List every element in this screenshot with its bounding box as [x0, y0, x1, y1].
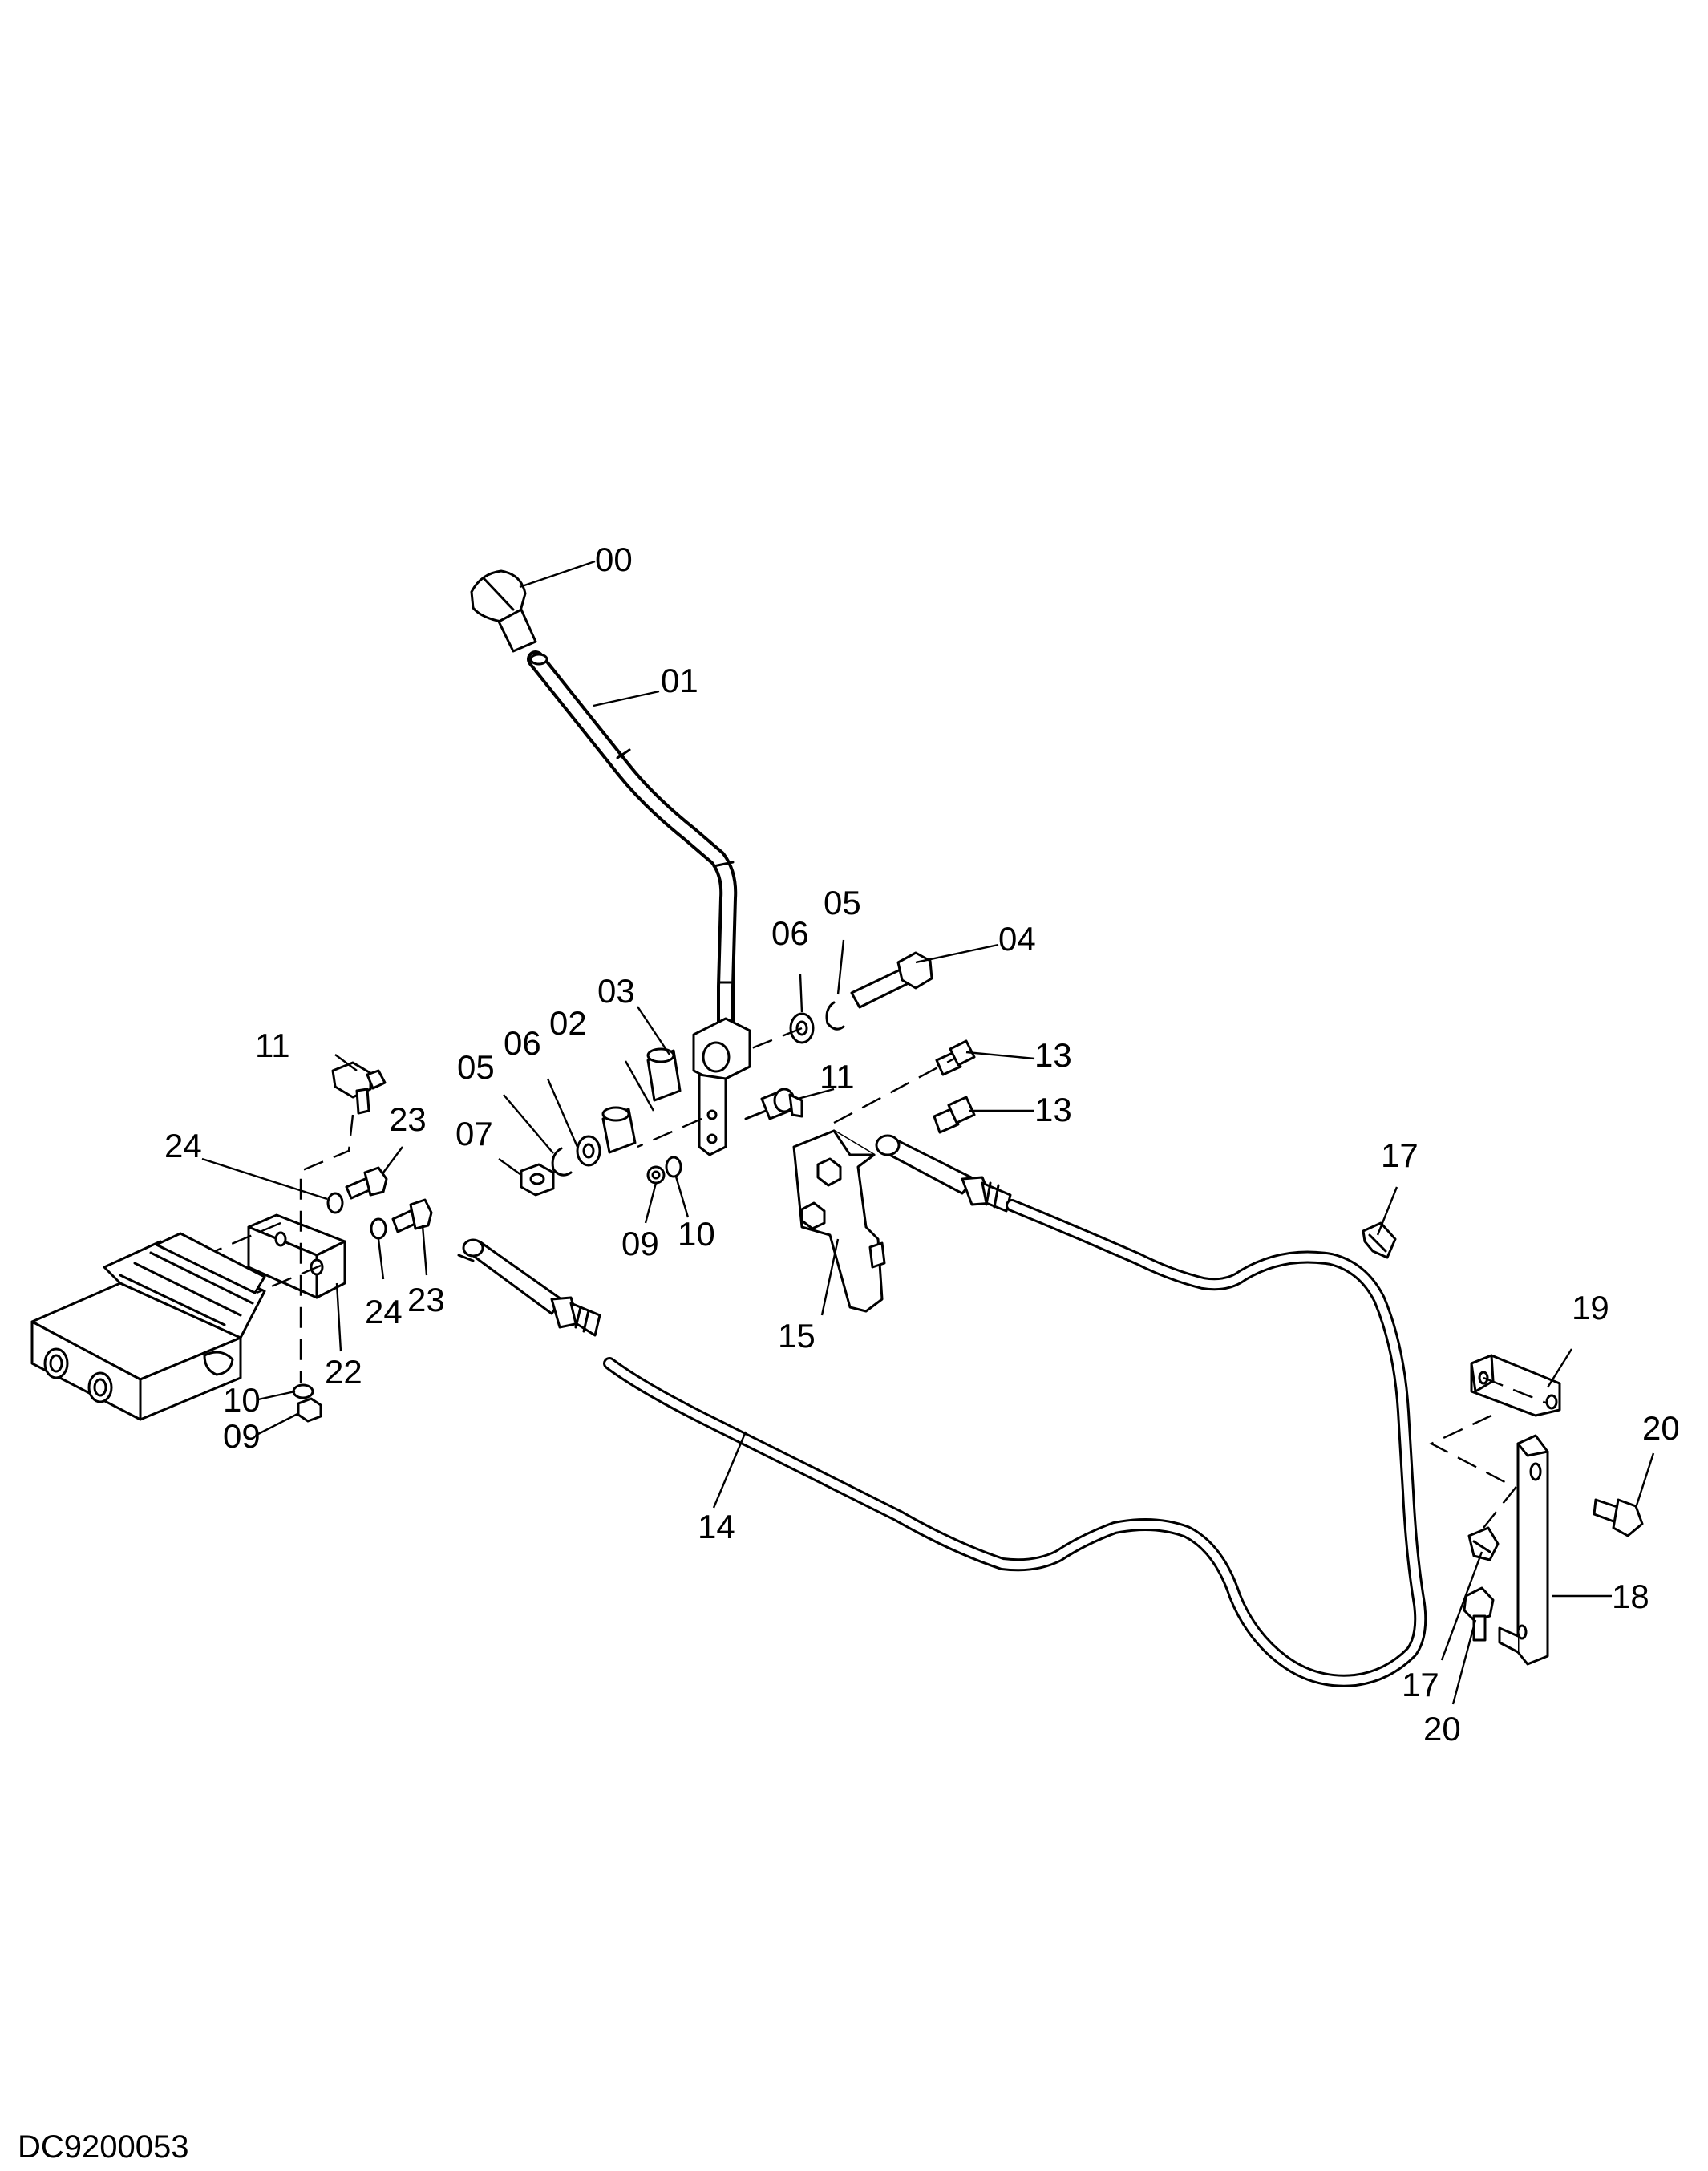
valve-boot	[103, 1232, 266, 1376]
part-19-bracket	[1470, 1354, 1561, 1417]
callout-23-upper: 23	[389, 1100, 427, 1138]
callout-24-upper: 24	[164, 1127, 202, 1164]
callout-09-left: 09	[223, 1417, 261, 1455]
callout-11-center: 11	[820, 1058, 855, 1096]
part-23-bolt-lower	[391, 1198, 433, 1233]
callout-04: 04	[998, 920, 1036, 958]
callout-03: 03	[597, 972, 635, 1010]
callout-20-lower: 20	[1423, 1710, 1461, 1748]
part-24-washer-upper	[326, 1192, 344, 1214]
callout-00: 00	[595, 541, 633, 578]
part-03-bushing	[646, 1047, 682, 1102]
callout-18: 18	[1612, 1578, 1649, 1615]
callout-05-lower: 05	[457, 1048, 495, 1086]
part-17-clip-lower	[1467, 1526, 1500, 1561]
callout-14: 14	[698, 1508, 735, 1545]
part-24-washer-lower	[370, 1217, 387, 1240]
upper-cable-housing	[875, 1134, 1012, 1213]
callout-24-lower: 24	[365, 1293, 403, 1331]
part-01-lever	[527, 650, 738, 1043]
part-09-nut-center	[646, 1165, 666, 1185]
part-02-bushing	[601, 1106, 637, 1154]
callout-19: 19	[1572, 1289, 1609, 1326]
part-upper-cable	[603, 1199, 1427, 1687]
assembly-centerlines	[214, 1027, 1548, 1529]
part-09-nut-left	[297, 1397, 322, 1423]
part-13-bolt-lower	[933, 1096, 976, 1134]
part-18-bracket	[1498, 1434, 1549, 1666]
lever-mount-block	[692, 1017, 751, 1156]
part-11-ball-joint-center	[744, 1088, 803, 1120]
part-00-knob	[470, 569, 537, 653]
callout-23-lower: 23	[407, 1281, 445, 1318]
callout-20-right: 20	[1642, 1409, 1680, 1447]
callout-labels: 00 01 05 06 04 03 02 06 05 07 11 13 13 0…	[164, 541, 1680, 1748]
callout-10-center: 10	[678, 1215, 715, 1253]
part-15-bracket	[792, 1129, 886, 1313]
part-10-washer-center	[665, 1156, 682, 1178]
part-05-spring-washer	[551, 1147, 573, 1177]
part-07-nut	[520, 1163, 555, 1197]
callout-13-upper: 13	[1034, 1036, 1072, 1074]
part-14-cable-housing	[457, 1238, 601, 1337]
callout-13-lower: 13	[1034, 1091, 1072, 1128]
part-13-bolt-upper	[935, 1039, 976, 1076]
part-22-bracket	[247, 1213, 346, 1299]
callout-07: 07	[455, 1115, 493, 1152]
callout-15: 15	[778, 1317, 816, 1355]
callout-17-lower: 17	[1402, 1666, 1439, 1703]
callout-01: 01	[661, 662, 698, 699]
callout-10-left: 10	[223, 1381, 261, 1419]
leader-lines	[201, 560, 1655, 1705]
part-23-bolt-upper	[345, 1166, 388, 1200]
part-05-spring-washer-upper	[825, 1001, 845, 1031]
callout-11-left: 11	[255, 1027, 290, 1064]
callout-09-center: 09	[621, 1225, 659, 1262]
part-20-bolt-right	[1593, 1498, 1644, 1537]
drawing-code: DC9200053	[18, 2129, 189, 2165]
callout-05-upper: 05	[824, 884, 861, 921]
callout-17-upper: 17	[1381, 1136, 1419, 1174]
part-06-washer	[576, 1135, 601, 1167]
part-10-washer-left	[292, 1383, 314, 1399]
callout-06-lower: 06	[504, 1024, 541, 1062]
part-17-clip-upper	[1362, 1221, 1397, 1259]
part-04-bolt	[850, 951, 933, 1009]
part-11-ball-joint-left	[331, 1061, 387, 1115]
part-20-bolt-lower	[1463, 1586, 1495, 1642]
callout-22: 22	[325, 1353, 362, 1391]
callout-06-upper: 06	[771, 914, 809, 952]
callout-02: 02	[549, 1004, 587, 1042]
